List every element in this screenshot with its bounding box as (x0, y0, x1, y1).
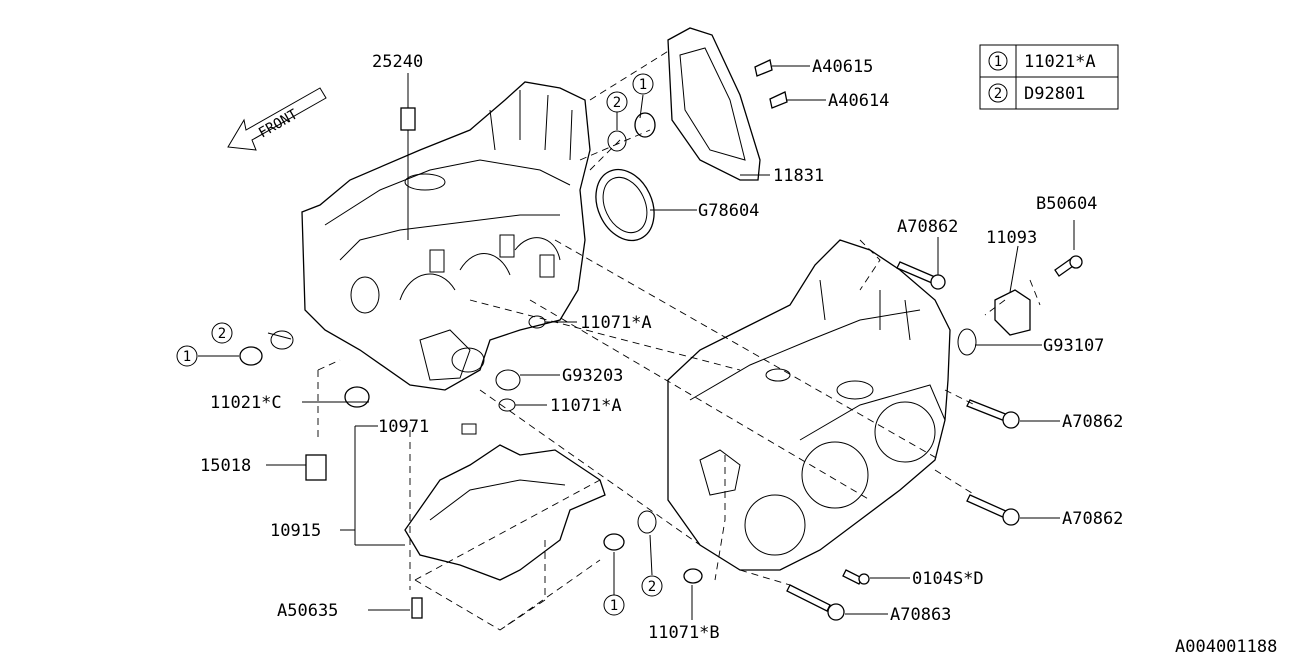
diagram-id: A004001188 (1175, 637, 1277, 653)
marker-1-top: 1 (632, 73, 654, 95)
svg-text:2: 2 (613, 95, 621, 111)
marker-2-top: 2 (606, 91, 628, 113)
svg-text:1: 1 (610, 598, 618, 614)
marker-1-left: 1 (176, 345, 198, 367)
legend-part-2: D92801 (1024, 84, 1085, 104)
callout-10971: 10971 (378, 417, 429, 437)
front-arrow-icon: FRONT (227, 87, 327, 151)
marker-1-bottom: 1 (603, 594, 625, 616)
baffle-plate (404, 423, 606, 581)
callout-25240: 25240 (372, 52, 423, 72)
legend-num-1: 1 (994, 54, 1002, 70)
legend-part-1: 11021*A (1024, 52, 1096, 72)
marker-2-bottom: 2 (641, 575, 663, 597)
callout-g93107: G93107 (1043, 336, 1104, 356)
oil-seal-g78604 (595, 168, 655, 242)
callout-b50604: B50604 (1036, 194, 1097, 214)
callout-11831: 11831 (773, 166, 824, 186)
callout-a70863: A70863 (890, 605, 951, 625)
callout-11071b: 11071*B (648, 623, 720, 643)
callout-11071a-2: 11071*A (550, 396, 622, 416)
legend-num-2: 2 (994, 86, 1002, 102)
left-cylinder-block (301, 81, 591, 391)
callout-11071a-1: 11071*A (580, 313, 652, 333)
callout-g78604: G78604 (698, 201, 759, 221)
svg-text:2: 2 (648, 579, 656, 595)
right-cylinder-block (667, 239, 951, 571)
marker-2-left: 2 (211, 322, 233, 344)
assembly-lines (317, 49, 1041, 631)
cover-plate (667, 27, 761, 181)
callout-a40615: A40615 (812, 57, 873, 77)
callout-0104sd: 0104S*D (912, 569, 984, 589)
svg-text:1: 1 (639, 77, 647, 93)
legend-table: 1 11021*A 2 D92801 (979, 44, 1119, 110)
bolts (754, 59, 1083, 621)
callout-a70862-mid: A70862 (1062, 412, 1123, 432)
callout-10915: 10915 (270, 521, 321, 541)
callout-11093: 11093 (986, 228, 1037, 248)
callout-a40614: A40614 (828, 91, 889, 111)
svg-text:1: 1 (183, 349, 191, 365)
callout-g93203: G93203 (562, 366, 623, 386)
callout-11021c: 11021*C (210, 393, 282, 413)
callout-a50635: A50635 (277, 601, 338, 621)
callout-a70862-low: A70862 (1062, 509, 1123, 529)
callout-15018: 15018 (200, 456, 251, 476)
svg-text:2: 2 (218, 326, 226, 342)
leader-lines (198, 65, 1075, 620)
callout-a70862-top: A70862 (897, 217, 958, 237)
